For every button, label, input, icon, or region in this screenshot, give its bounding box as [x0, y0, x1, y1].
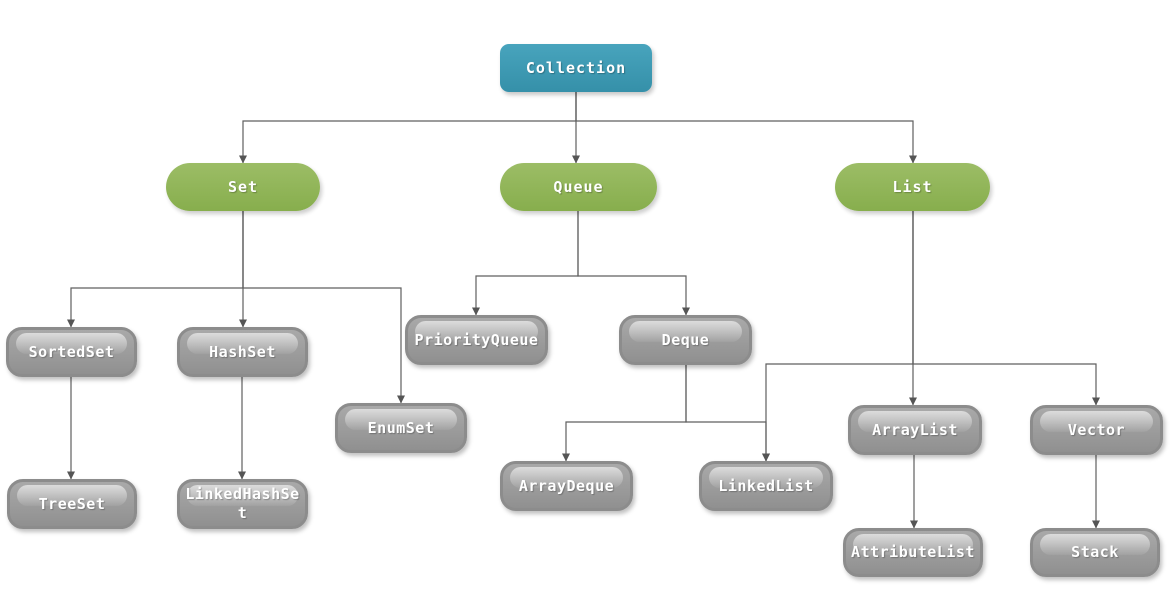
node-set: Set [166, 163, 320, 211]
node-treeset: TreeSet [7, 479, 137, 529]
edge-set-sortedset [67, 211, 244, 328]
node-linkedlist: LinkedList [699, 461, 833, 511]
edge-collection-set [239, 92, 577, 164]
node-label: TreeSet [38, 494, 106, 513]
edge-collection-list [575, 92, 917, 164]
node-vector: Vector [1030, 405, 1163, 455]
node-label: Vector [1067, 420, 1126, 439]
node-stack: Stack [1030, 528, 1160, 577]
node-linkedhashset: LinkedHashSet [177, 479, 308, 529]
node-label: Collection [525, 58, 627, 77]
edge-deque-linkedlist [685, 365, 770, 462]
node-label: Stack [1071, 543, 1119, 562]
node-label: Deque [661, 330, 710, 349]
node-label: LinkedList [718, 476, 814, 495]
edge-deque-arraydeque [562, 365, 687, 462]
node-deque: Deque [619, 315, 752, 365]
node-label: List [892, 177, 933, 196]
node-label: ArrayDeque [518, 476, 615, 495]
node-enumset: EnumSet [335, 403, 467, 453]
node-label: Set [227, 177, 259, 196]
node-label: PriorityQueue [414, 330, 539, 349]
node-label: AttributeList [851, 543, 975, 562]
node-queue: Queue [500, 163, 657, 211]
node-sortedset: SortedSet [6, 327, 137, 377]
node-label: ArrayList [872, 420, 958, 439]
edge-set-enumset [242, 211, 405, 404]
node-list: List [835, 163, 990, 211]
edge-queue-deque [577, 211, 690, 316]
node-label: HashSet [209, 342, 276, 361]
node-label: SortedSet [28, 342, 115, 361]
node-label: Queue [553, 177, 604, 196]
node-arraylist: ArrayList [848, 405, 982, 455]
node-priorityqueue: PriorityQueue [405, 315, 548, 365]
node-label: LinkedHashSet [185, 485, 300, 522]
edge-list-vector [912, 211, 1100, 406]
node-attributelist: AttributeList [843, 528, 983, 577]
node-label: EnumSet [367, 418, 435, 437]
node-arraydeque: ArrayDeque [500, 461, 633, 511]
node-collection: Collection [500, 44, 652, 92]
edge-queue-priorityqueue [472, 211, 579, 316]
node-hashset: HashSet [177, 327, 308, 377]
